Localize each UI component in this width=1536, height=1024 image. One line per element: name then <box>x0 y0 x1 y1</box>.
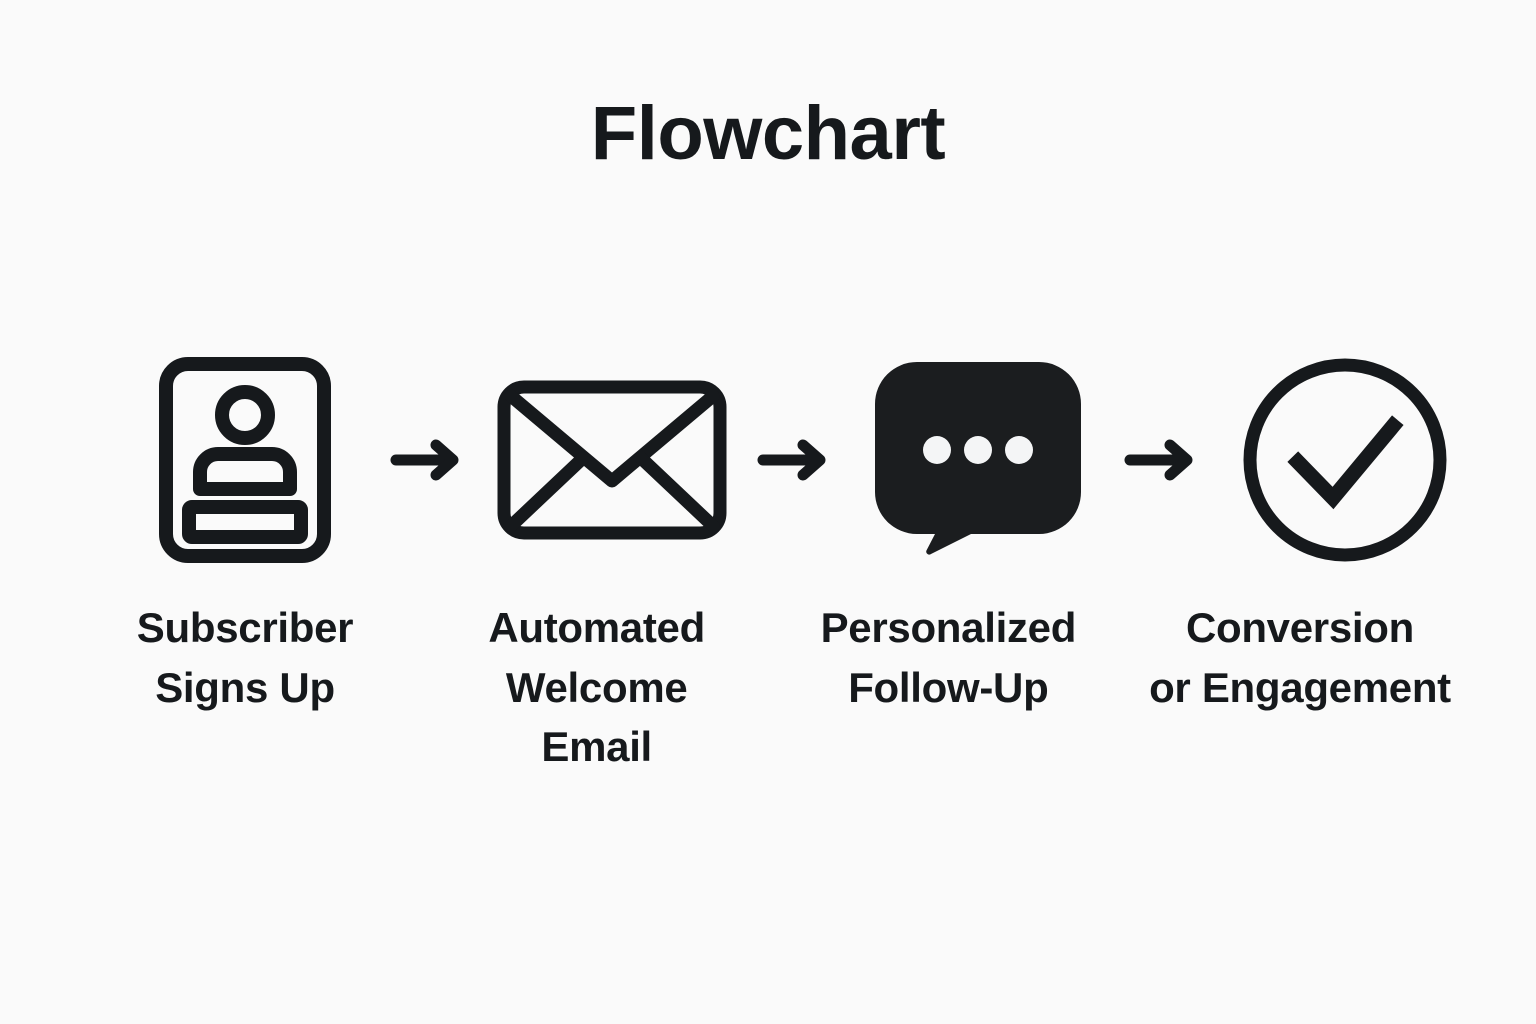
check-circle-icon <box>1243 358 1447 562</box>
page-title: Flowchart <box>590 91 946 176</box>
flow-step-1-label: Subscriber Signs Up <box>136 604 354 711</box>
flow-step-3-label: Personalized Follow-Up <box>820 604 1077 711</box>
chat-bubble-ellipsis-icon <box>875 362 1082 558</box>
arrow-right-icon <box>757 438 831 482</box>
flow-arrow-1 <box>388 430 468 490</box>
flow-step-3[interactable] <box>863 345 1093 575</box>
flow-arrow-3 <box>1122 430 1202 490</box>
flow-step-4[interactable] <box>1230 345 1460 575</box>
id-card-person-icon <box>159 357 331 563</box>
envelope-icon <box>497 380 727 540</box>
arrow-right-icon <box>390 438 464 482</box>
flow-steps-row <box>130 330 1460 590</box>
flow-labels-row: Subscriber Signs Up Automated Welcome Em… <box>130 598 1460 777</box>
flow-step-2-label: Automated Welcome Email <box>488 604 705 771</box>
flow-arrow-2 <box>755 430 835 490</box>
flow-step-1[interactable] <box>130 345 360 575</box>
flow-step-2[interactable] <box>497 345 727 575</box>
flow-step-4-label: Conversion or Engagement <box>1149 604 1451 711</box>
arrow-right-icon <box>1124 438 1198 482</box>
